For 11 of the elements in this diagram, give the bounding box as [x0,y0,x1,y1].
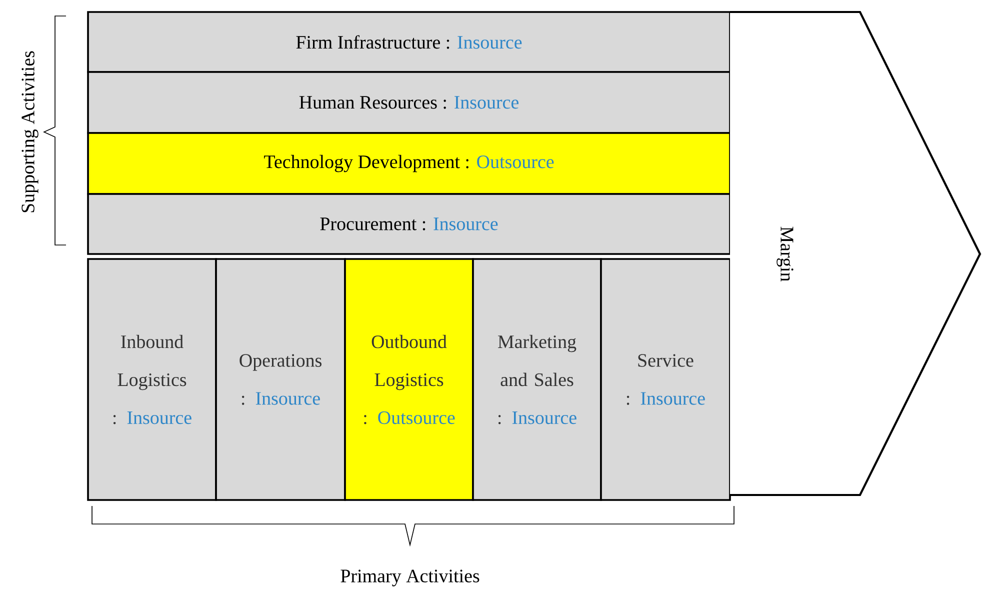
activity-column: Operations : Insource [215,258,346,501]
activity-column: Outbound Logistics : Outsource [344,258,474,501]
activity-bar: Procurement : Insource [87,193,731,255]
section-label: Supporting Activities [22,51,38,212]
activity-column: Service : Insource [600,258,731,501]
activity-column: Inbound Logistics : Insource [87,258,217,501]
activity-bar: Technology Development : Outsource [87,132,731,195]
activity-bar: Firm Infrastructure : Insource [87,11,731,73]
activity-column: Marketing and Sales : Insource [472,258,602,501]
activity-bar: Human Resources : Insource [87,71,731,134]
section-label: Primary Activities [340,570,480,586]
